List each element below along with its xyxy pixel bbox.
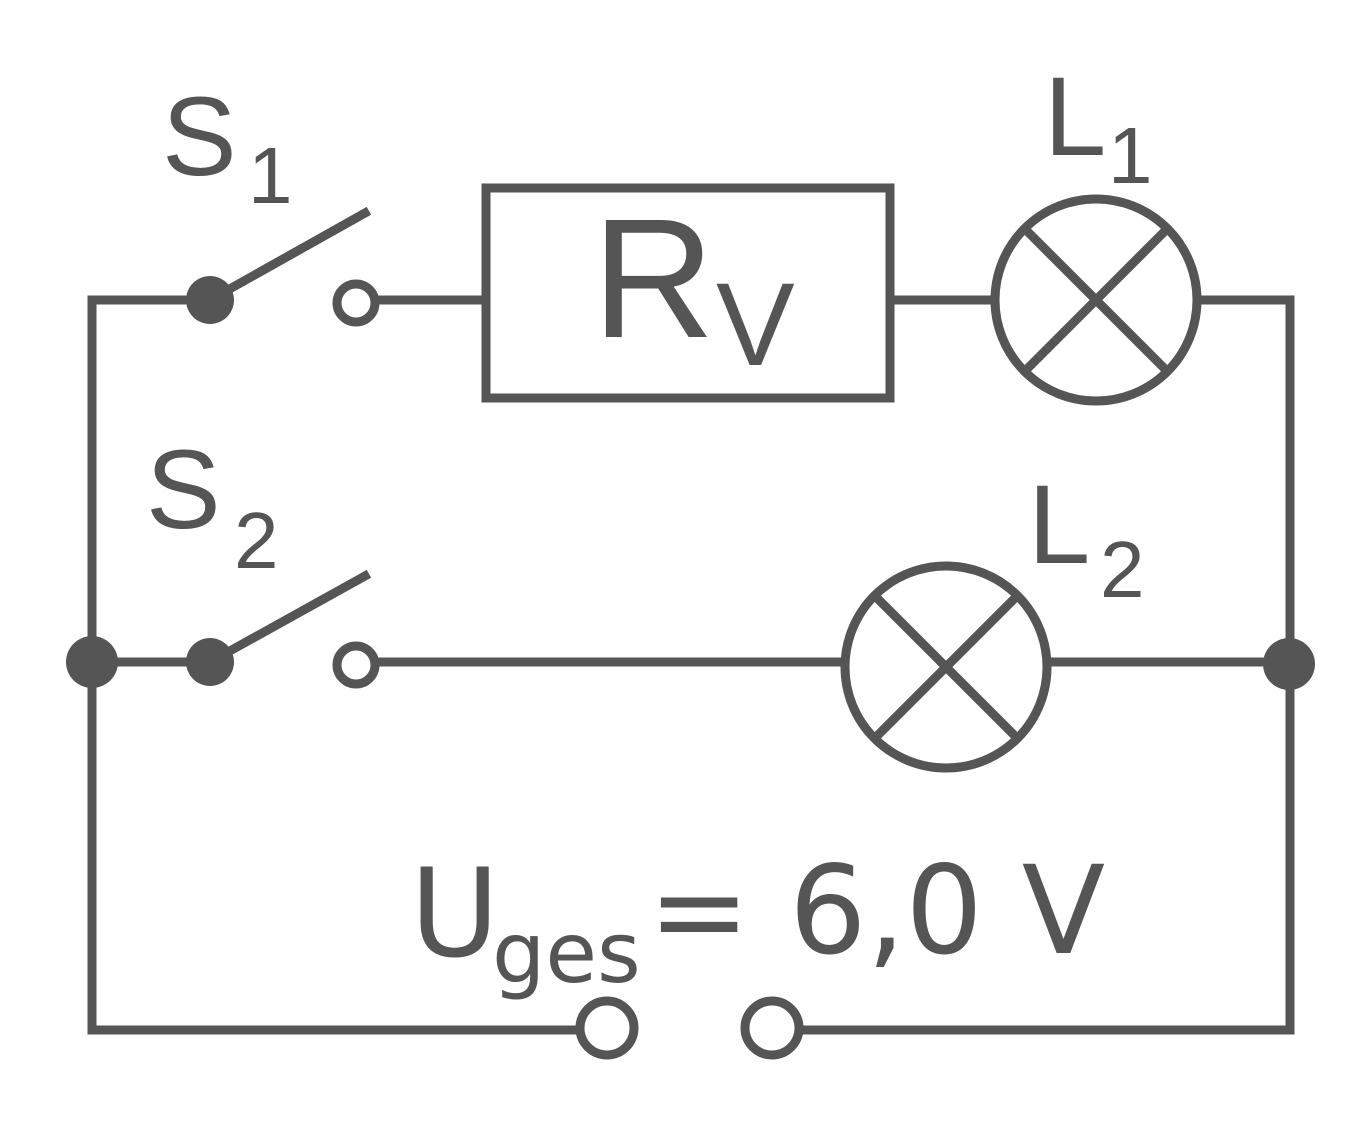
switch-s1-letter: S [162,74,237,199]
source-equation: = 6,0 V [648,840,1105,982]
resistor-body [481,183,895,403]
switch-s2-letter: S [146,427,221,552]
resistor-letter: R [592,184,715,374]
lamp-l1-index: 1 [1108,111,1153,200]
switch-s1-index: 1 [248,131,293,220]
lamp-l2-letter: L [1028,462,1090,587]
lamp-l1-letter: L [1044,54,1106,179]
switch-s2-blade [203,569,372,669]
source-letter: U [410,843,499,985]
switch-s1-pivot [186,276,234,324]
switch-s1: S 1 [162,74,380,327]
switch-s1-blade [203,206,372,307]
lamp-l2-cross-b [871,592,1021,742]
switch-s1-contact [332,279,380,327]
lamp-l2: L 2 [840,462,1145,773]
junction-left [66,636,118,688]
lamp-l2-index: 2 [1100,525,1145,614]
source-terminal-left [575,996,639,1060]
source-terminal-right [740,996,804,1060]
lamp-l1-cross-b [1021,225,1171,375]
resistor-rv: R V [481,183,895,403]
voltage-source: U ges = 6,0 V [410,840,1105,1060]
junction-right [1263,638,1315,690]
lamp-l1: L 1 [990,54,1202,406]
switch-s2: S 2 [146,427,380,689]
source-index: ges [492,904,641,1002]
switch-s2-contact [332,641,380,689]
switch-s2-pivot [186,638,234,686]
resistor-index: V [716,259,795,391]
switch-s2-index: 2 [234,496,279,585]
